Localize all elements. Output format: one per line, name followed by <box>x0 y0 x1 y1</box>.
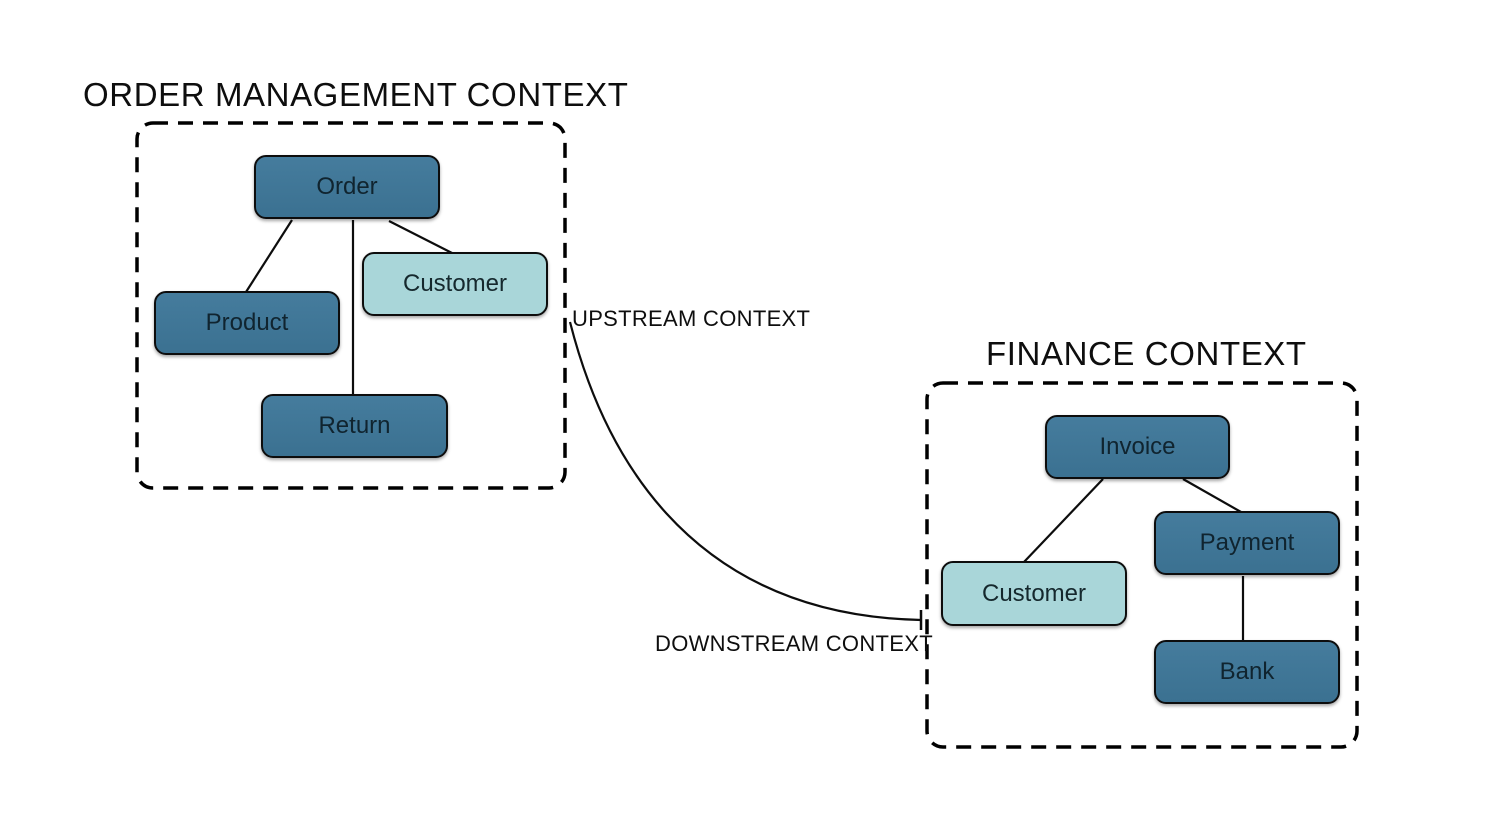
finance-context-title: FINANCE CONTEXT <box>986 335 1307 372</box>
relation-invoice-payment <box>1182 478 1242 513</box>
relation-order-customer <box>388 220 453 254</box>
entity-order: Order <box>254 155 440 219</box>
entity-payment: Payment <box>1154 511 1340 575</box>
entity-customer-finance: Customer <box>941 561 1127 626</box>
downstream-context-label: DOWNSTREAM CONTEXT <box>655 631 933 656</box>
entity-bank: Bank <box>1154 640 1340 704</box>
relation-invoice-customer <box>1023 478 1104 563</box>
order-context-title: ORDER MANAGEMENT CONTEXT <box>83 76 629 113</box>
entity-product: Product <box>154 291 340 355</box>
entity-customer-order: Customer <box>362 252 548 316</box>
context-relationship-curve <box>568 321 922 622</box>
upstream-context-label: UPSTREAM CONTEXT <box>572 306 811 331</box>
entity-return: Return <box>261 394 448 458</box>
order-context-boundary <box>135 121 567 490</box>
entity-invoice: Invoice <box>1045 415 1230 479</box>
finance-context-boundary <box>925 381 1359 749</box>
relation-order-product <box>245 219 293 293</box>
